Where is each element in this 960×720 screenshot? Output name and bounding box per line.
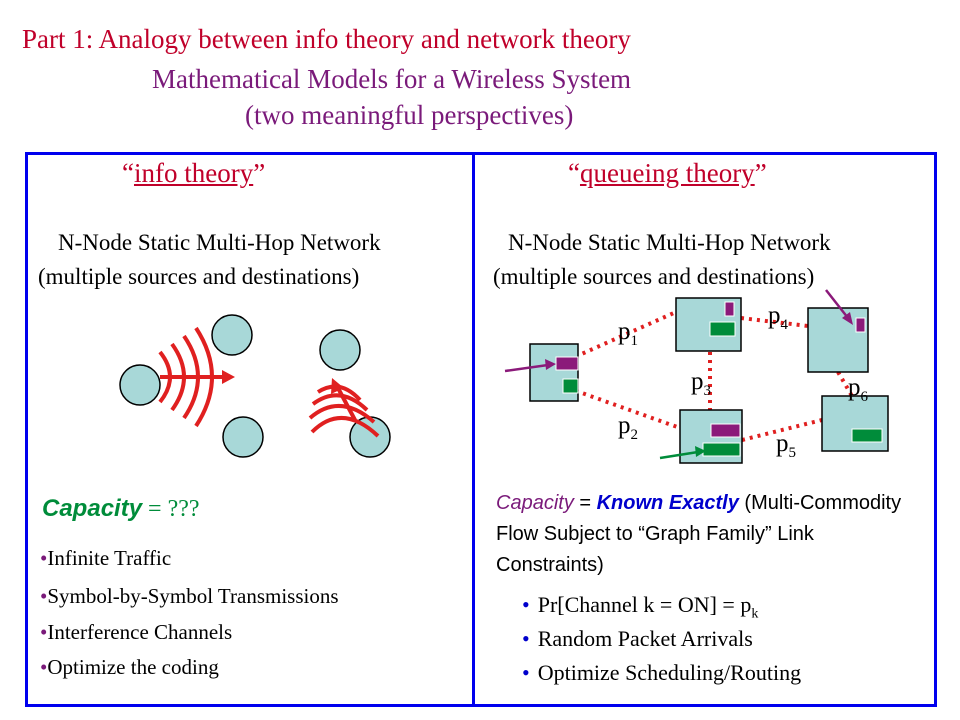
left-bullet-4: •Optimize the coding	[40, 655, 219, 679]
arrival-arrow-green	[659, 450, 699, 460]
signal-arrow-2	[336, 387, 357, 421]
wireless-node	[319, 329, 361, 371]
info-theory-heading: “info theory”	[122, 158, 266, 188]
right-network-line-1: N-Node Static Multi-Hop Network	[508, 230, 831, 255]
link-p4	[740, 316, 809, 328]
left-capacity: Capacity = ???	[42, 495, 200, 522]
wireless-node	[119, 364, 161, 406]
right-bullet-2: •Random Packet Arrivals	[522, 626, 753, 651]
arrival-arrowhead-purple-2	[842, 312, 853, 325]
left-bullet-1: •Infinite Traffic	[40, 546, 172, 570]
queueing-theory-heading-text: queueing theory	[579, 158, 755, 188]
link-p1	[567, 310, 677, 362]
queueing-theory-panel	[472, 152, 937, 707]
arrival-arrowhead-purple	[545, 359, 556, 370]
right-bullet-1: •Pr[Channel k = ON] = pk	[522, 592, 759, 622]
queue-purple	[555, 356, 579, 371]
queue-purple	[855, 317, 866, 333]
right-network-line-2: (multiple sources and destinations)	[493, 264, 815, 289]
queue-green	[702, 442, 741, 457]
info-theory-panel	[25, 152, 475, 707]
signal-arrowhead-1	[222, 370, 235, 384]
queue-green	[709, 321, 736, 337]
arrival-arrow-purple	[504, 363, 549, 373]
queue-purple	[710, 423, 741, 438]
link-label-p2: p2	[618, 412, 638, 443]
left-network-line-1: N-Node Static Multi-Hop Network	[58, 230, 381, 255]
arrival-arrow-purple-2	[825, 289, 849, 319]
left-network-line-2: (multiple sources and destinations)	[38, 264, 360, 289]
info-theory-heading-text: info theory	[133, 158, 254, 188]
right-capacity: Capacity = Known Exactly (Multi-Commodit…	[496, 492, 902, 576]
right-queue-network	[504, 289, 889, 464]
queue-green	[851, 428, 883, 443]
queueing-theory-heading: “queueing theory”	[568, 158, 767, 188]
wireless-node	[222, 416, 264, 458]
link-p5	[741, 418, 823, 442]
link-label-p1: p1	[618, 318, 638, 349]
wireless-node	[211, 314, 253, 356]
queue-purple	[724, 301, 735, 317]
title-line-1: Part 1: Analogy between info theory and …	[22, 24, 631, 54]
left-bullet-2: •Symbol-by-Symbol Transmissions	[40, 584, 339, 608]
queue-green	[562, 378, 579, 394]
link-label-p6: p6	[848, 374, 868, 405]
left-bullet-3: •Interference Channels	[40, 620, 233, 644]
link-label-p5: p5	[776, 430, 796, 461]
signal-arrowhead-2	[331, 378, 344, 394]
link-label-p4: p4	[768, 302, 788, 333]
signal-waves-2	[308, 384, 380, 438]
link-label-p3: p3	[691, 368, 711, 399]
title-line-2: Mathematical Models for a Wireless Syste…	[152, 64, 632, 94]
arrival-arrowhead-green	[695, 446, 706, 457]
right-bullet-3: •Optimize Scheduling/Routing	[522, 660, 802, 685]
title-line-3: (two meaningful perspectives)	[245, 100, 574, 130]
left-wireless-diagram	[119, 314, 391, 458]
